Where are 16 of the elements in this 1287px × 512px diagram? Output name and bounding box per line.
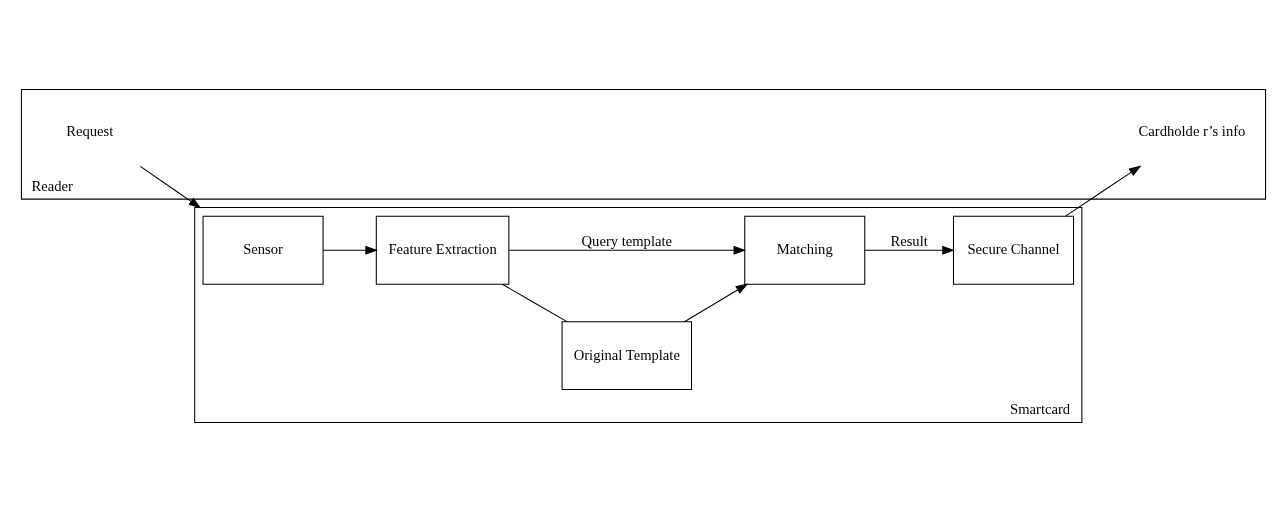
node-box: Matching [744, 215, 866, 285]
arrow [1065, 165, 1142, 217]
node-box: Secure Channel [952, 215, 1075, 285]
node-box: Feature Extraction [375, 215, 510, 285]
node-text: Cardholde r’s info [1138, 123, 1246, 140]
arrow [864, 245, 955, 255]
connector [501, 283, 568, 323]
node-box: Sensor [202, 215, 324, 285]
edge-label: Query template [581, 233, 673, 250]
arrow [322, 245, 378, 255]
edge-label: Result [890, 233, 928, 250]
arrow [508, 245, 747, 255]
node-box: Original Template [561, 321, 693, 391]
arrow [683, 283, 749, 323]
node-text: Request [66, 123, 114, 140]
arrow [139, 165, 202, 209]
